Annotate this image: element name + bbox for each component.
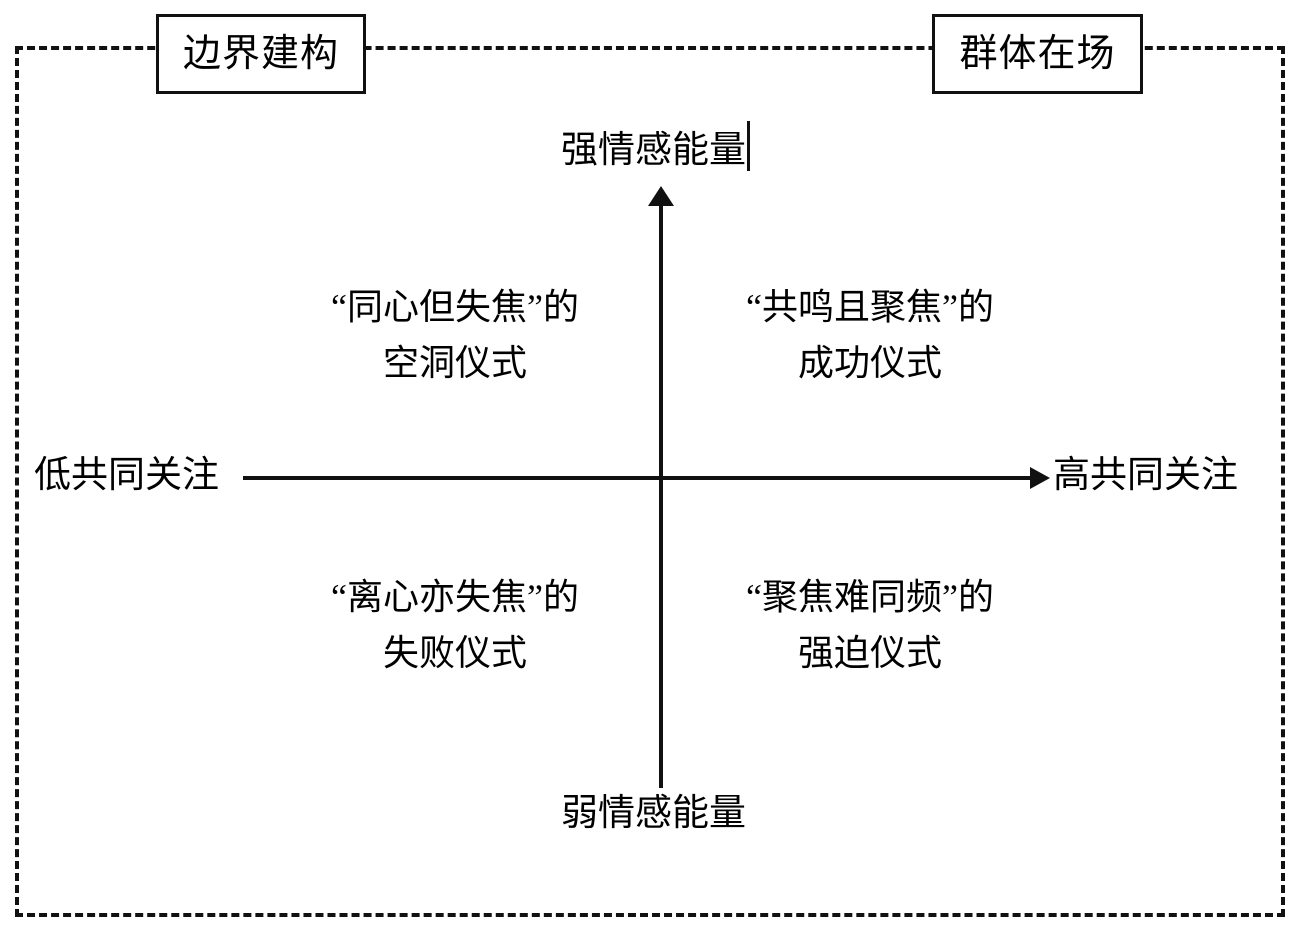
axis-label-low-mutual-attention: 低共同关注 <box>34 455 219 496</box>
dashed-outer-frame <box>15 46 1285 917</box>
axis-label-strong-emotional-energy-text: 强情感能量 <box>561 130 746 171</box>
corner-box-boundary-construction[interactable]: 边界建构 <box>156 14 366 94</box>
quadrant-label-top-left: “同心但失焦”的 空洞仪式 <box>331 287 579 383</box>
corner-box-group-copresence-label: 群体在场 <box>959 33 1116 75</box>
axis-label-strong-emotional-energy: 强情感能量 <box>561 121 750 171</box>
corner-box-group-copresence[interactable]: 群体在场 <box>932 14 1143 94</box>
axis-label-high-mutual-attention: 高共同关注 <box>1053 455 1238 496</box>
quadrant-label-bottom-left: “离心亦失焦”的 失败仪式 <box>331 577 579 673</box>
horizontal-axis-arrow-icon <box>1030 467 1050 489</box>
quadrant-label-top-right: “共鸣且聚焦”的 成功仪式 <box>746 287 994 383</box>
horizontal-axis-line <box>243 476 1040 480</box>
text-caret <box>747 121 750 171</box>
vertical-axis-arrow-icon <box>648 186 674 206</box>
axis-label-weak-emotional-energy: 弱情感能量 <box>561 793 746 834</box>
vertical-axis-line <box>659 200 663 788</box>
corner-box-boundary-construction-label: 边界建构 <box>182 33 339 75</box>
quadrant-label-bottom-right: “聚焦难同频”的 强迫仪式 <box>746 577 994 673</box>
